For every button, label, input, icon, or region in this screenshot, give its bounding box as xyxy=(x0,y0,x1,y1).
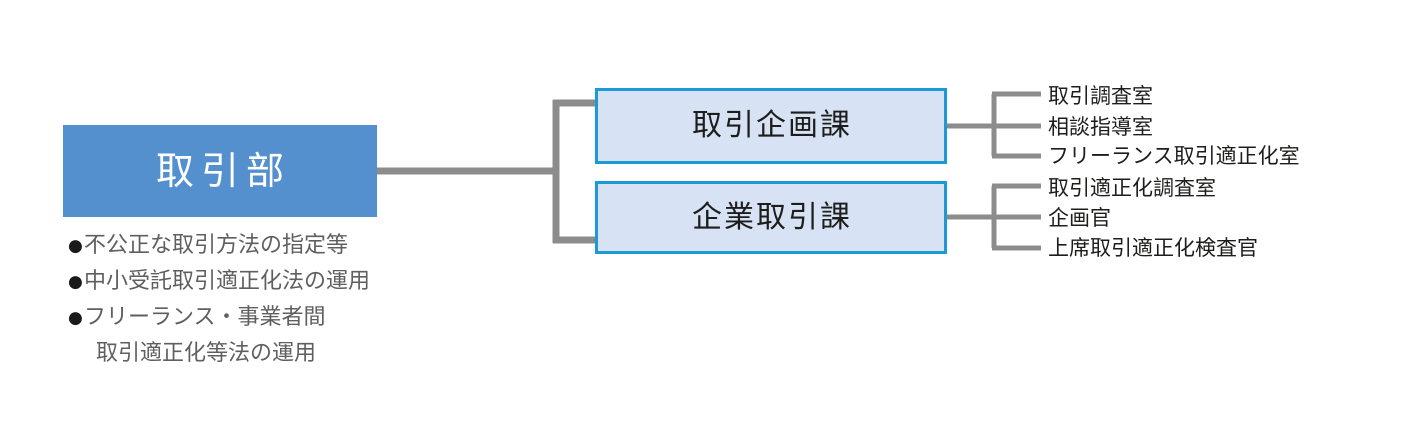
responsibility-text: 中小受託取引適正化法の運用 xyxy=(84,269,371,294)
bullet-dot-icon: ● xyxy=(68,272,83,292)
division-box-2: 企業取引課 xyxy=(595,181,947,254)
list-item: ● 中小受託取引適正化法の運用 xyxy=(68,267,488,303)
responsibility-text: 不公正な取引方法の指定等 xyxy=(84,233,349,258)
list-item: ● 不公正な取引方法の指定等 xyxy=(68,231,488,267)
list-item: ● フリーランス・事業者間 xyxy=(68,303,488,339)
sub-unit-label: 取引適正化調査室 xyxy=(1048,176,1216,200)
division-box-1: 取引企画課 xyxy=(595,88,947,164)
responsibility-text-continuation: 取引適正化等法の運用 xyxy=(96,341,317,366)
division-label: 取引企画課 xyxy=(692,108,852,143)
sub-unit-label: 取引調査室 xyxy=(1048,84,1153,108)
sub-unit-label: 上席取引適正化検査官 xyxy=(1048,236,1258,260)
root-responsibility-list: ● 不公正な取引方法の指定等 ● 中小受託取引適正化法の運用 ● フリーランス・… xyxy=(68,231,488,379)
root-department-label: 取引部 xyxy=(155,149,291,193)
root-department-box: 取引部 xyxy=(63,125,377,217)
responsibility-text: フリーランス・事業者間 xyxy=(84,305,326,330)
bullet-dot-icon: ● xyxy=(68,236,83,256)
sub-unit-label: 相談指導室 xyxy=(1048,115,1153,139)
sub-unit-label: 企画官 xyxy=(1048,206,1111,230)
sub-unit-label: フリーランス取引適正化室 xyxy=(1048,144,1300,168)
division-label: 企業取引課 xyxy=(692,199,852,235)
bullet-dot-icon: ● xyxy=(68,308,83,328)
list-item-continuation: ● 取引適正化等法の運用 xyxy=(68,339,488,379)
